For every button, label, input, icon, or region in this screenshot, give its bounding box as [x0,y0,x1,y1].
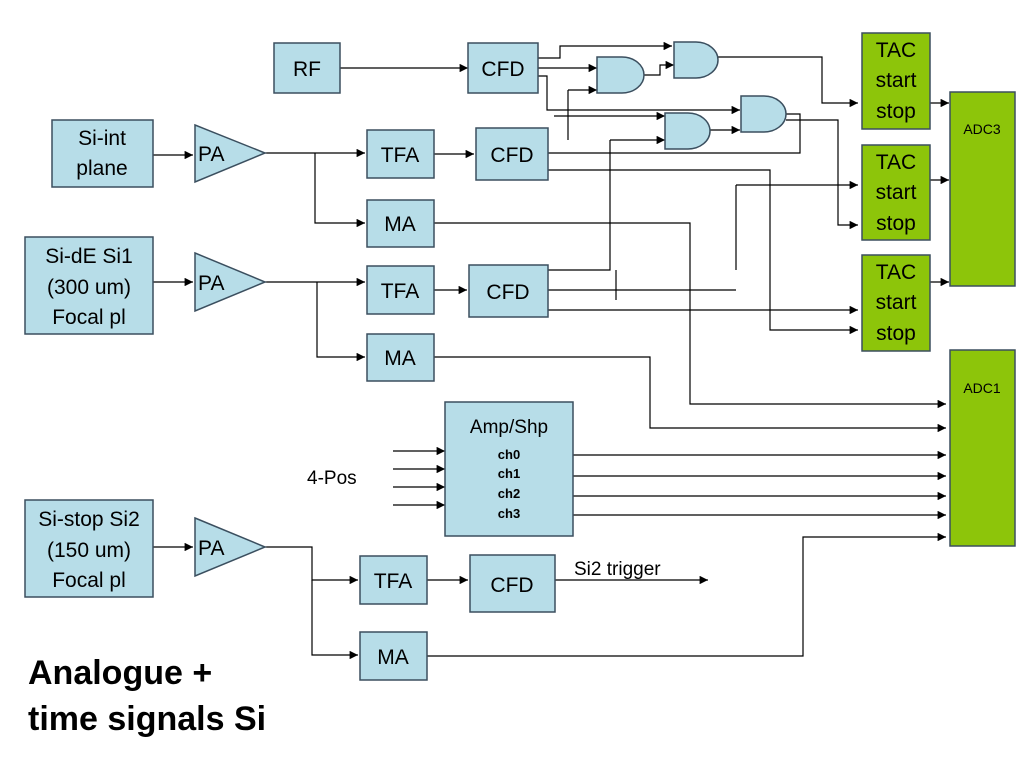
four-pos-label: 4-Pos [307,468,357,489]
ch3-label: ch3 [498,506,520,521]
tac-1: TAC start stop [861,32,931,130]
si-de-label-3: Focal pl [52,306,126,329]
si2-trigger-label: Si2 trigger [574,559,661,580]
si-int-detector: Si-int plane [51,119,154,188]
cfd-si-de: CFD [468,264,549,318]
adc3-label: ADC3 [963,121,1001,137]
tac-1-stop-label: stop [876,100,916,123]
si-int-label-2: plane [76,157,127,180]
amp-shp-block: Amp/Shp ch0 ch1 ch2 ch3 [444,401,574,537]
tac-1-label: TAC [876,39,916,62]
ma-si-de: MA [366,333,435,382]
tfa-si-int: TFA [366,129,435,179]
ch1-label: ch1 [498,466,520,481]
tac-3-start-label: start [876,291,917,314]
adc1-label: ADC1 [963,380,1001,396]
cfd-si-de-label: CFD [486,281,529,304]
wires [153,41,949,660]
cfd-rf-label: CFD [481,58,524,81]
tac-2-label: TAC [876,151,916,174]
and-gate-2 [673,41,719,79]
tac-2: TAC start stop [861,144,931,241]
si-stop-label-2: (150 um) [47,539,131,562]
pa-si-int: PA [194,123,267,184]
tfa-si-stop-label: TFA [374,570,413,593]
tac-2-start-label: start [876,181,917,204]
title-line-1: Analogue + [28,654,212,692]
si-stop-detector: Si-stop Si2 (150 um) Focal pl [24,499,154,598]
pa-si-int-label: PA [198,143,224,166]
title-line-2: time signals Si [28,700,266,738]
si-stop-label-3: Focal pl [52,569,126,592]
rf-block: RF [273,42,341,94]
si-de-label-1: Si-dE Si1 [45,245,133,268]
rf-label: RF [293,58,321,81]
cfd-si-int: CFD [475,127,549,181]
cfd-si-stop: CFD [469,554,556,613]
pa-si-de-label: PA [198,272,224,295]
tfa-si-int-label: TFA [381,144,420,167]
ch2-label: ch2 [498,486,520,501]
and-gate-3 [664,112,711,150]
tac-1-start-label: start [876,69,917,92]
pa-si-de: PA [194,251,267,313]
tfa-si-stop: TFA [359,555,428,605]
si-int-label-1: Si-int [78,127,126,150]
ma-si-de-label: MA [384,347,416,370]
pa-si-stop-label: PA [198,537,224,560]
adc3-block: ADC3 [949,91,1016,287]
and-gate-1 [596,56,645,94]
tac-2-stop-label: stop [876,212,916,235]
pa-si-stop: PA [194,516,267,578]
si-stop-label-1: Si-stop Si2 [38,508,140,531]
amp-shp-label: Amp/Shp [470,417,548,438]
tfa-si-de-label: TFA [381,280,420,303]
tac-3-stop-label: stop [876,322,916,345]
cfd-rf-block: CFD [467,42,539,94]
si-de-label-2: (300 um) [47,276,131,299]
ma-si-stop-label: MA [377,646,409,669]
cfd-si-stop-label: CFD [490,574,533,597]
ch0-label: ch0 [498,447,520,462]
tac-3-label: TAC [876,261,916,284]
ma-si-int: MA [366,199,435,248]
tac-3: TAC start stop [861,254,931,352]
ma-si-int-label: MA [384,213,416,236]
tfa-si-de: TFA [366,265,435,315]
and-gate-4 [740,95,787,133]
si-de-detector: Si-dE Si1 (300 um) Focal pl [24,236,154,335]
adc1-block: ADC1 [949,349,1016,547]
ma-si-stop: MA [359,631,428,681]
cfd-si-int-label: CFD [490,144,533,167]
